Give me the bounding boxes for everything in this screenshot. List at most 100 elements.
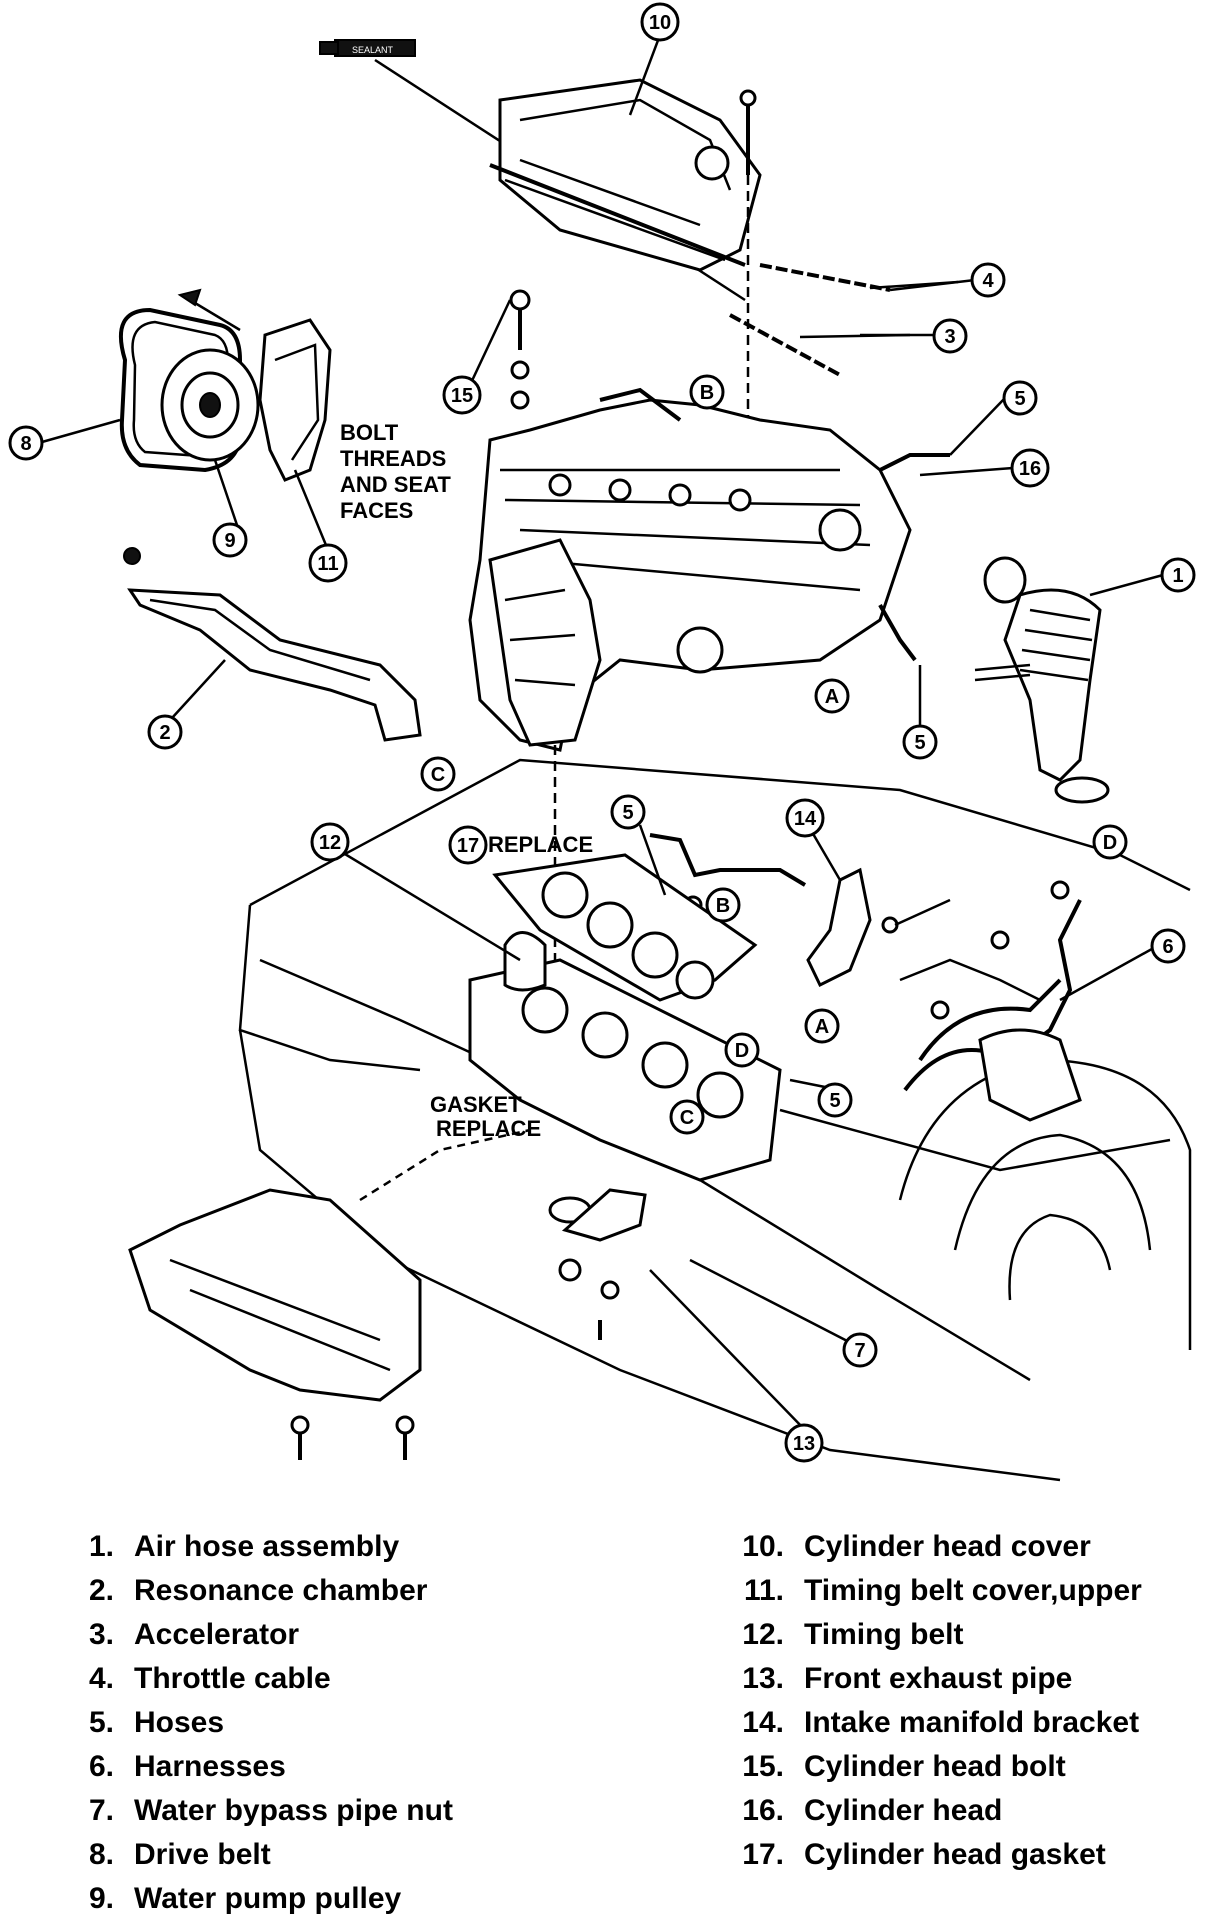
svg-text:1: 1 [1172, 565, 1183, 587]
svg-text:12: 12 [319, 832, 341, 854]
legend-item-label: Drive belt [134, 1838, 271, 1871]
svg-text:10: 10 [649, 12, 671, 34]
gasket-replace-label: REPLACE [436, 1116, 541, 1141]
intake-manifold-bracket [806, 867, 951, 988]
cylinder-head-gasket-top [492, 853, 758, 1002]
callout-17: 17 [448, 825, 488, 865]
callout-d-lower: D [724, 1032, 760, 1068]
callout-b-lower: B [705, 887, 741, 923]
svg-text:5: 5 [829, 1090, 840, 1112]
svg-text:B: B [716, 895, 730, 917]
legend-item-number: 4. [88, 1662, 114, 1695]
legend-item: 17.Cylinder head gasket [716, 1833, 1196, 1877]
legend-item-label: Timing belt cover,upper [804, 1574, 1142, 1607]
legend-item: 15.Cylinder head bolt [716, 1745, 1196, 1789]
svg-text:7: 7 [854, 1340, 865, 1362]
svg-text:C: C [431, 764, 445, 786]
legend-item-label: Resonance chamber [134, 1574, 428, 1607]
svg-text:A: A [815, 1016, 829, 1038]
sealant-label: SEALANT [352, 45, 394, 55]
cylinder-head-bolt [509, 289, 531, 410]
svg-text:3: 3 [944, 326, 955, 348]
legend-item: 2.Resonance chamber [62, 1569, 582, 1613]
legend-item-number: 3. [88, 1618, 114, 1651]
callout-10: 10 [640, 2, 680, 42]
legend-item-number: 13. [742, 1662, 784, 1695]
svg-text:8: 8 [20, 433, 31, 455]
legend-item-label: Hoses [134, 1706, 225, 1739]
legend-item: 12. Timing belt [716, 1613, 1196, 1657]
legend-item-number: 6. [88, 1750, 114, 1783]
callout-15: 15 [442, 375, 482, 415]
legend-item-number: 5. [88, 1706, 114, 1739]
callout-c-lower: C [669, 1099, 705, 1135]
legend-item-number: 10. [742, 1530, 784, 1563]
svg-text:5: 5 [1014, 388, 1025, 410]
water-pump-pulley [160, 348, 260, 462]
svg-text:17: 17 [457, 835, 479, 857]
callout-11: 11 [308, 543, 348, 583]
legend-item-label: Cylinder head gasket [804, 1838, 1106, 1871]
legend-item-number: 7. [88, 1794, 114, 1827]
legend-item-number: 12. [742, 1618, 784, 1651]
callout-4: 4 [970, 262, 1006, 298]
svg-text:5: 5 [622, 802, 633, 824]
legend-item-number: 11. [743, 1574, 784, 1607]
svg-text:5: 5 [914, 732, 925, 754]
legend-item-label: Air hose assembly [134, 1530, 400, 1563]
leader-lines [41, 34, 1169, 1431]
legend-item: 4.Throttle cable [62, 1657, 582, 1701]
resonance-chamber [123, 547, 422, 742]
callout-6: 6 [1150, 928, 1186, 964]
svg-text:11: 11 [317, 553, 338, 575]
legend-item-number: 14. [742, 1706, 784, 1739]
svg-text:2: 2 [159, 722, 170, 744]
hose-mid [878, 604, 917, 662]
legend-item: 16.Cylinder head [716, 1789, 1196, 1833]
callout-12: 12 [310, 822, 350, 862]
legend-item: 6.Harnesses [62, 1745, 582, 1789]
cylinder-head-cover [489, 78, 762, 272]
svg-text:C: C [680, 1107, 694, 1129]
callout-5-bottom: 5 [817, 1082, 853, 1118]
callout-5-mid: 5 [902, 724, 938, 760]
svg-text:6: 6 [1162, 936, 1173, 958]
legend-item-label: Intake manifold bracket [804, 1706, 1140, 1739]
callout-a-top: A [814, 678, 850, 714]
callout-3: 3 [932, 318, 968, 354]
callout-13: 13 [784, 1423, 824, 1463]
legend-item-number: 15. [742, 1750, 784, 1783]
callout-2: 2 [147, 714, 183, 750]
callout-7: 7 [842, 1332, 878, 1368]
callout-a-lower: A [804, 1008, 840, 1044]
svg-text:4: 4 [982, 270, 994, 292]
replace-17-label: REPLACE [488, 832, 593, 857]
front-exhaust-pipe [548, 1188, 647, 1340]
legend-item: 11. Timing belt cover,upper [716, 1569, 1196, 1613]
accelerator-cable [729, 313, 911, 377]
svg-text:BOLT: BOLT [340, 420, 399, 445]
splash-shield [128, 1128, 531, 1460]
callout-9: 9 [212, 522, 248, 558]
svg-text:FACES: FACES [340, 498, 413, 523]
svg-text:13: 13 [793, 1433, 815, 1455]
engine-exploded-diagram: SEALANT [8, 2, 1196, 1482]
intake-manifold [488, 538, 602, 1000]
timing-belt-cover-upper [177, 288, 332, 482]
legend-item-label: Timing belt [804, 1618, 964, 1651]
air-hose-assembly [974, 556, 1110, 804]
legend-item-label: Water pump pulley [134, 1882, 402, 1915]
svg-text:D: D [735, 1040, 749, 1062]
legend-item: 1.Air hose assembly [62, 1525, 582, 1569]
svg-text:B: B [700, 382, 714, 404]
legend-item-label: Accelerator [134, 1618, 300, 1651]
callout-b-top: B [689, 374, 725, 410]
legend-item: 3. Accelerator [62, 1613, 582, 1657]
legend-item: 14. Intake manifold bracket [716, 1701, 1196, 1745]
legend-item-number: 16. [742, 1794, 784, 1827]
legend-item-label: Water bypass pipe nut [134, 1794, 453, 1827]
legend-item: 13.Front exhaust pipe [716, 1657, 1196, 1701]
svg-text:14: 14 [794, 808, 817, 830]
